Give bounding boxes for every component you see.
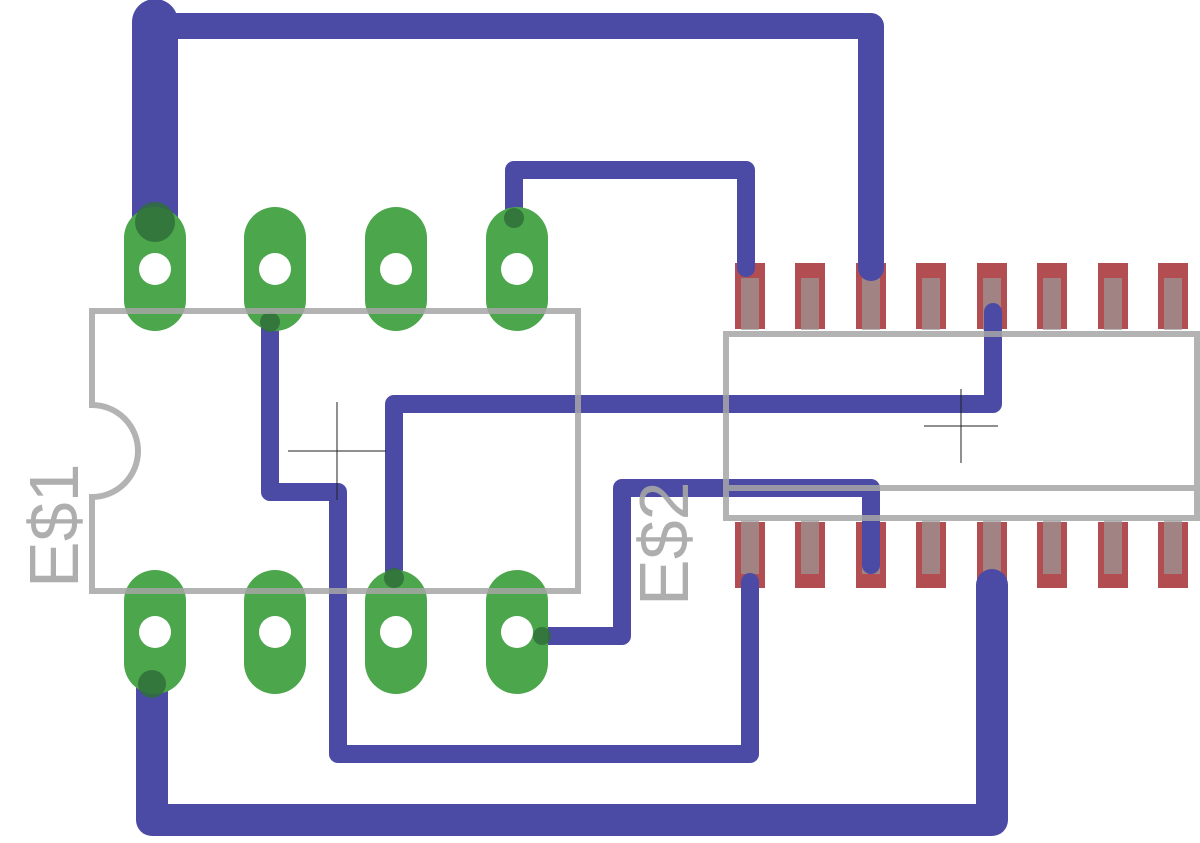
pad-trace-junction xyxy=(138,670,166,698)
drill-hole xyxy=(501,616,533,648)
drill-hole xyxy=(139,616,171,648)
pin-body xyxy=(1164,520,1182,574)
drill-hole xyxy=(259,616,291,648)
pin-body xyxy=(741,278,759,330)
trace-bottom-loop xyxy=(136,569,1008,836)
traces xyxy=(132,0,1008,836)
drill-hole xyxy=(380,616,412,648)
pin-body xyxy=(862,278,880,330)
trace-pin2-loop xyxy=(261,311,759,763)
trace-top-loop xyxy=(142,13,884,281)
pad-trace-junction xyxy=(260,312,280,332)
drill-hole xyxy=(139,253,171,285)
silkscreen xyxy=(89,308,1200,594)
pad-trace-junction xyxy=(504,208,524,228)
pad-trace-junction xyxy=(533,627,551,645)
e2-label: E$2 xyxy=(625,481,703,606)
e1-label: E$1 xyxy=(15,463,93,588)
drill-hole xyxy=(501,253,533,285)
e2-outline xyxy=(723,331,1200,521)
trace-pin4-bottom xyxy=(533,479,880,645)
drill-hole xyxy=(380,253,412,285)
pin-body xyxy=(1104,278,1122,330)
e1-pads xyxy=(124,202,551,698)
trace-pin4-top xyxy=(505,161,755,277)
pin-body xyxy=(1043,520,1061,574)
pad-trace-junction xyxy=(135,202,175,242)
pin-body xyxy=(922,520,940,574)
pin-body xyxy=(1164,278,1182,330)
pin-body xyxy=(1043,278,1061,330)
trace-middle xyxy=(385,303,1002,587)
pin-body xyxy=(801,278,819,330)
e1-outline xyxy=(89,308,581,594)
pin-body xyxy=(1104,520,1122,574)
pin-body xyxy=(922,278,940,330)
pin-body xyxy=(983,520,1001,574)
drill-hole xyxy=(259,253,291,285)
origin-markers xyxy=(288,389,998,500)
pad-trace-junction xyxy=(384,568,404,588)
pin-body xyxy=(741,520,759,574)
pin-body xyxy=(801,520,819,574)
